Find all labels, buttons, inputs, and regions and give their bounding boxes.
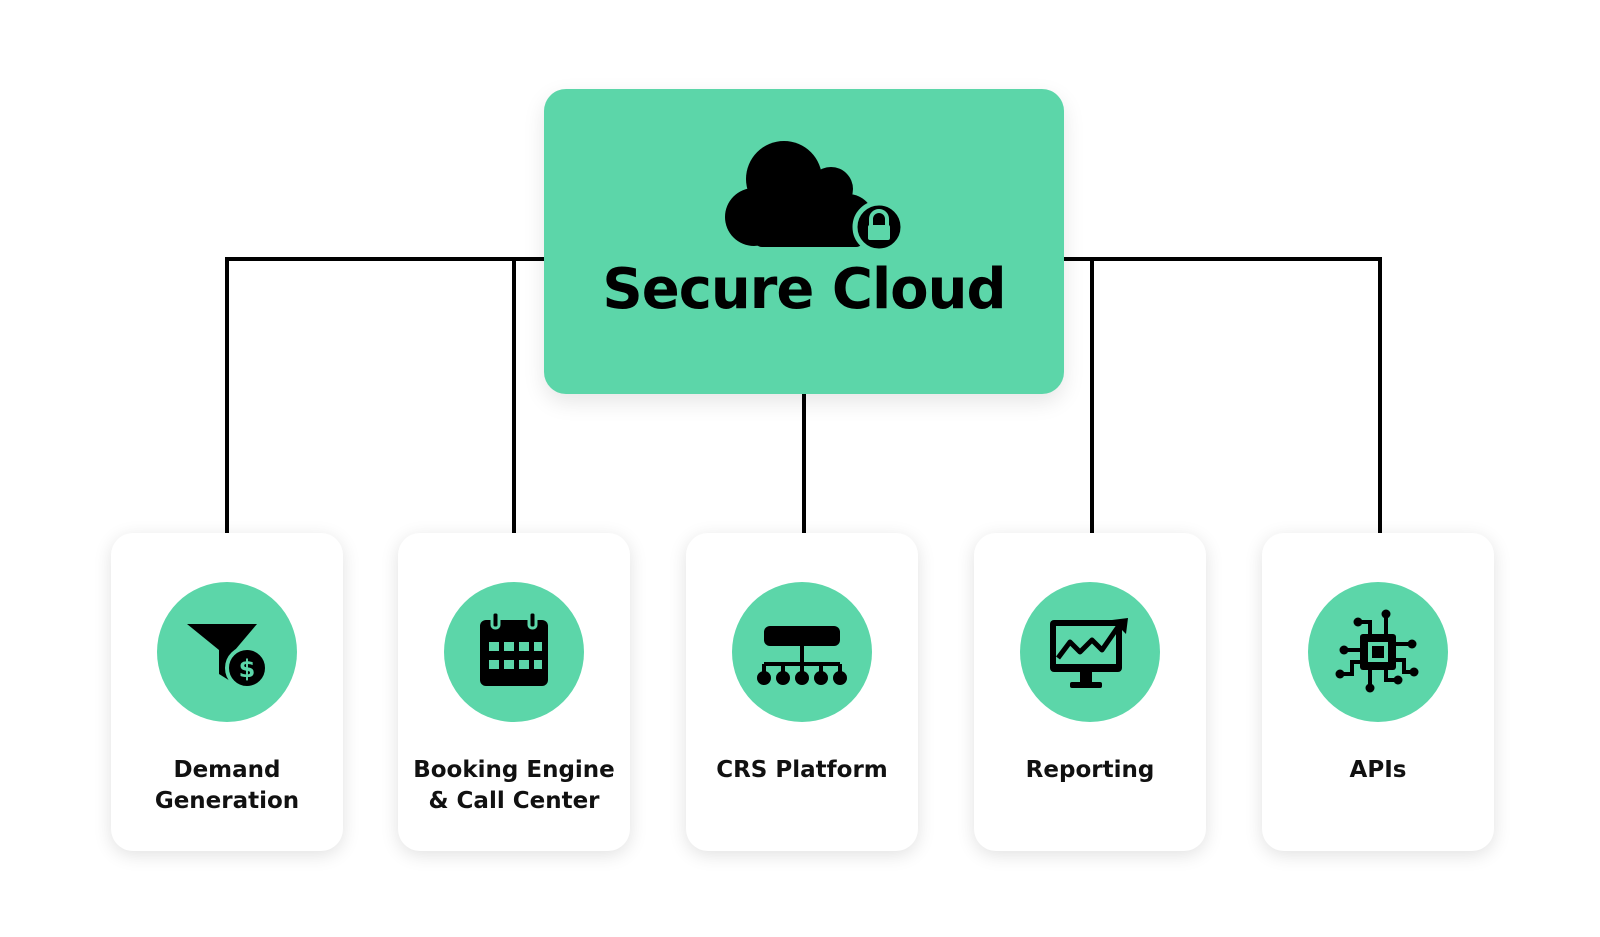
network-hub-icon bbox=[757, 626, 847, 685]
module-label: Booking Engine & Call Center bbox=[413, 757, 615, 814]
module-label: Reporting bbox=[1025, 757, 1155, 783]
module-card-demand-generation: $ Demand Generation bbox=[111, 533, 343, 851]
calendar-icon bbox=[480, 610, 548, 686]
cloud-lock-icon bbox=[725, 141, 906, 254]
icon-badge bbox=[732, 582, 872, 722]
module-card-reporting: Reporting bbox=[974, 533, 1206, 851]
hub-title: Secure Cloud bbox=[602, 257, 1006, 322]
svg-text:$: $ bbox=[239, 655, 256, 683]
icon-badge bbox=[444, 582, 584, 722]
monitor-chart-icon bbox=[1050, 618, 1128, 688]
module-label: Demand Generation bbox=[154, 757, 300, 814]
module-label: CRS Platform bbox=[716, 757, 888, 783]
module-label: APIs bbox=[1349, 757, 1407, 783]
circuit-chip-icon bbox=[1335, 609, 1419, 693]
icon-badge bbox=[1020, 582, 1160, 722]
secure-cloud-hub: Secure Cloud bbox=[544, 89, 1064, 394]
icon-badge bbox=[1308, 582, 1448, 722]
funnel-dollar-icon: $ bbox=[187, 624, 269, 690]
module-card-crs-platform: CRS Platform bbox=[686, 533, 918, 851]
module-card-apis: APIs bbox=[1262, 533, 1494, 851]
icon-badge: $ bbox=[157, 582, 297, 722]
module-card-booking-engine: Booking Engine & Call Center bbox=[398, 533, 630, 851]
